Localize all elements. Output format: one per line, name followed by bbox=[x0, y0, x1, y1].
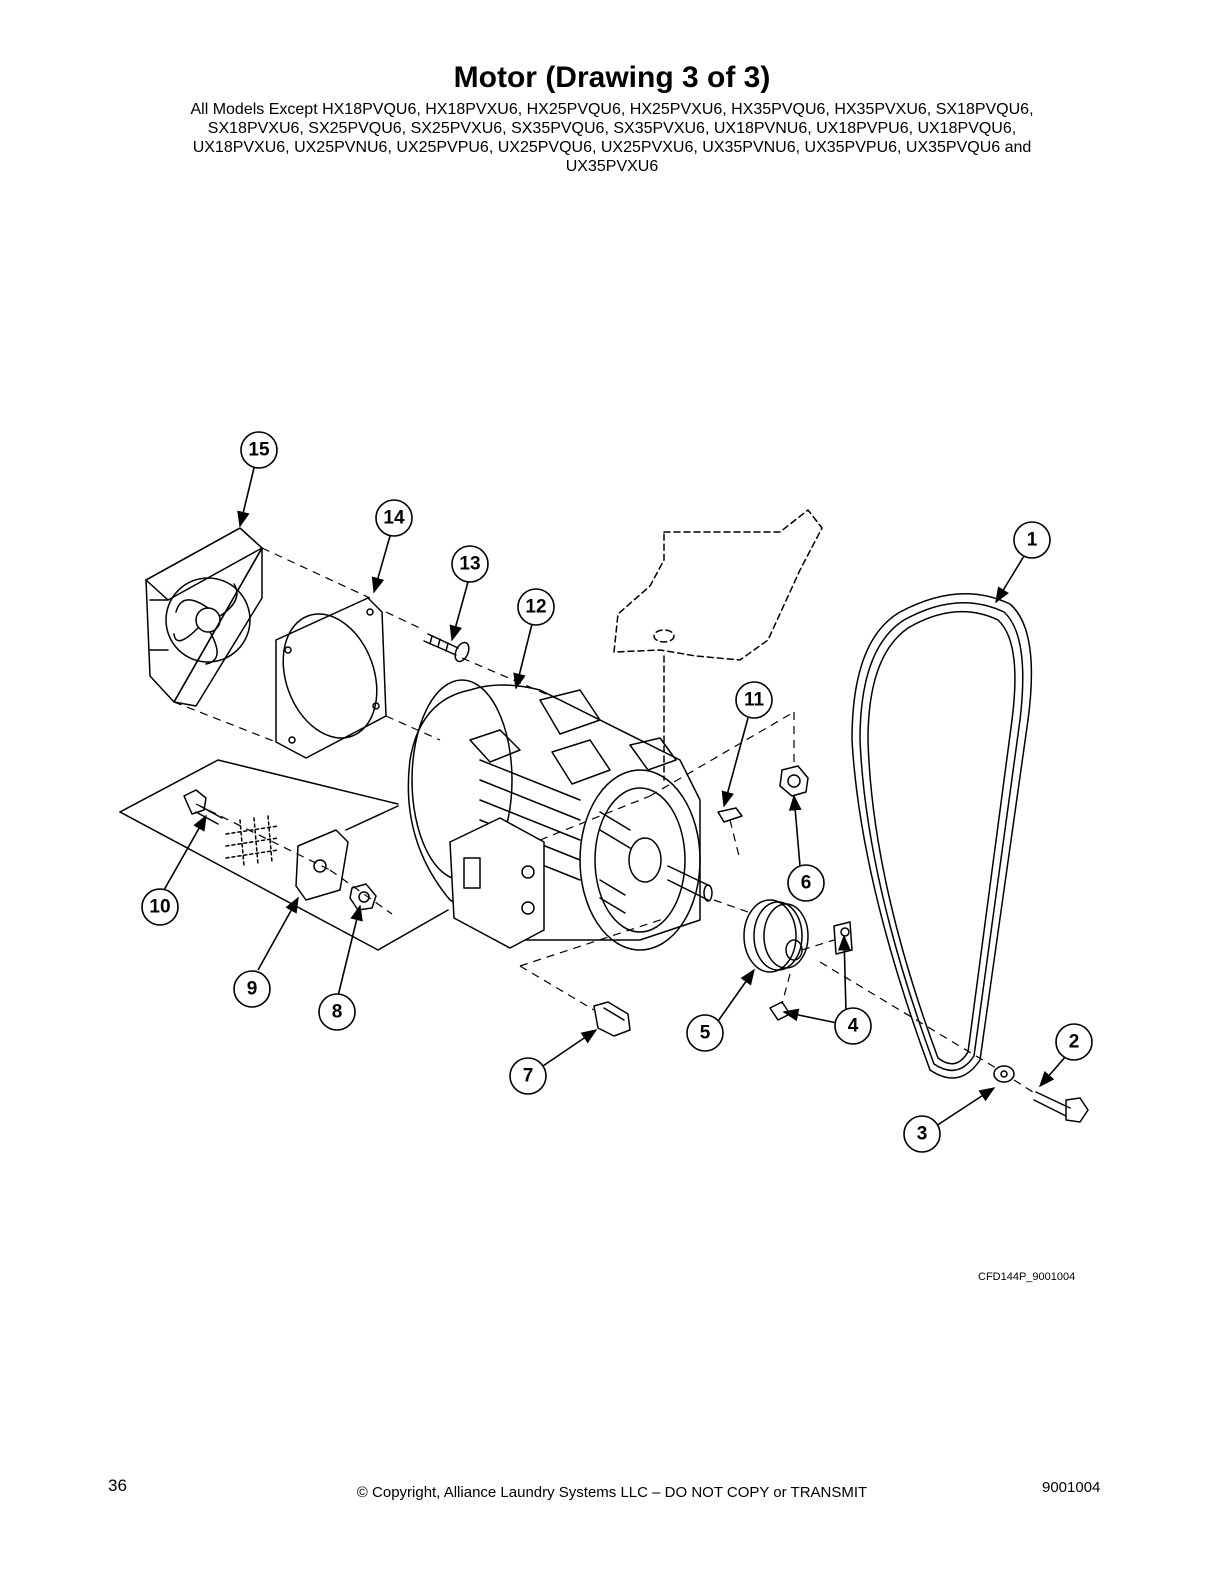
callout-13: 13 bbox=[451, 545, 489, 583]
leader-arrows bbox=[163, 467, 1067, 1127]
callout-15-label: 15 bbox=[248, 440, 270, 461]
belt-part bbox=[851, 593, 1033, 1079]
callout-1: 1 bbox=[1013, 521, 1051, 559]
callout-2: 2 bbox=[1055, 1023, 1093, 1061]
page-title: Motor (Drawing 3 of 3) bbox=[453, 61, 771, 94]
callout-9-label: 9 bbox=[247, 979, 258, 1000]
washer-part bbox=[993, 1065, 1015, 1083]
page-subtitle: All Models Except HX18PVQU6, HX18PVXU6, … bbox=[190, 101, 1034, 175]
callout-11-label: 11 bbox=[744, 690, 765, 711]
mounting-bracket-outline bbox=[613, 509, 823, 781]
document-number: 9001004 bbox=[1042, 1479, 1101, 1496]
callout-2-label: 2 bbox=[1069, 1032, 1080, 1053]
key-part bbox=[717, 807, 743, 823]
callout-8-label: 8 bbox=[332, 1002, 343, 1023]
callout-7: 7 bbox=[509, 1057, 547, 1095]
callout-14-label: 14 bbox=[383, 508, 405, 529]
callout-4: 4 bbox=[834, 1007, 872, 1045]
nut-part-8 bbox=[349, 883, 377, 911]
mounting-plate-part bbox=[295, 829, 349, 901]
page-footer: 36 © Copyright, Alliance Laundry Systems… bbox=[0, 1476, 1224, 1506]
copyright-notice: © Copyright, Alliance Laundry Systems LL… bbox=[356, 1484, 868, 1501]
callout-13-label: 13 bbox=[459, 554, 480, 575]
page-number: 36 bbox=[108, 1476, 127, 1495]
callout-8: 8 bbox=[318, 993, 356, 1031]
callout-15: 15 bbox=[240, 431, 278, 469]
callout-1-label: 1 bbox=[1027, 530, 1038, 551]
page-header: Motor (Drawing 3 of 3) All Models Except… bbox=[0, 58, 1224, 176]
callout-3: 3 bbox=[903, 1115, 941, 1153]
callout-10-label: 10 bbox=[149, 897, 170, 918]
callout-12: 12 bbox=[517, 588, 555, 626]
callout-10: 10 bbox=[141, 888, 179, 926]
callout-11: 11 bbox=[735, 681, 773, 719]
callout-6-label: 6 bbox=[801, 873, 812, 894]
cooling-fan-part bbox=[145, 527, 263, 707]
callout-5-label: 5 bbox=[700, 1023, 711, 1044]
pulley-part bbox=[743, 899, 809, 973]
fitting-part bbox=[593, 1001, 631, 1037]
detail-bracket-lines bbox=[119, 759, 449, 951]
callout-12-label: 12 bbox=[525, 597, 546, 618]
callout-7-label: 7 bbox=[523, 1066, 534, 1087]
figure-id: CFD144P_9001004 bbox=[978, 1271, 1076, 1283]
callout-14: 14 bbox=[375, 499, 413, 537]
motor-part bbox=[407, 679, 713, 951]
set-screw-part bbox=[769, 921, 853, 1021]
callout-3-label: 3 bbox=[917, 1124, 928, 1145]
callout-9: 9 bbox=[233, 970, 271, 1008]
screw-part bbox=[423, 633, 470, 663]
alignment-lines bbox=[173, 547, 1037, 1095]
callout-group: 15 14 13 12 1 11 6 10 bbox=[141, 431, 1093, 1153]
cross-hatch-grid bbox=[225, 815, 279, 867]
callout-5: 5 bbox=[686, 1014, 724, 1052]
nut-part-6 bbox=[779, 765, 809, 797]
callout-4-label: 4 bbox=[848, 1016, 859, 1037]
callout-6: 6 bbox=[787, 864, 825, 902]
bolt-part bbox=[1033, 1091, 1089, 1123]
gasket-part bbox=[275, 597, 387, 759]
